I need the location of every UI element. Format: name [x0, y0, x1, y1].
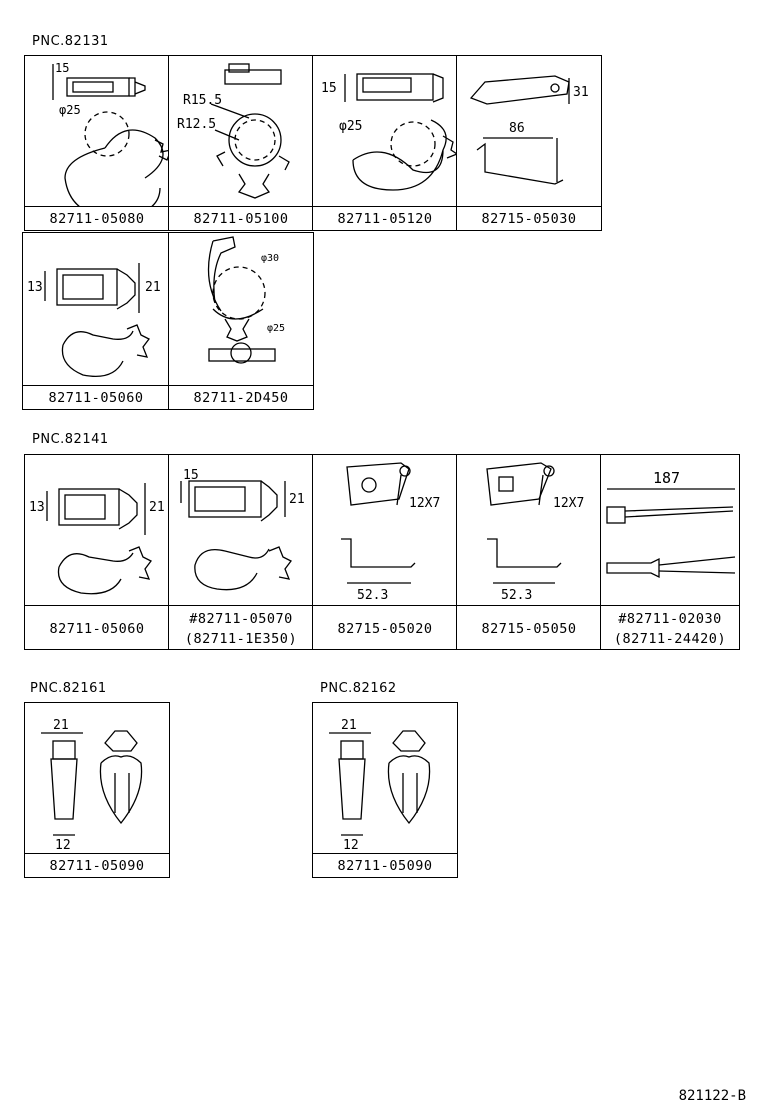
- part-number[interactable]: 82711-05120: [313, 206, 457, 232]
- dim-dia25: φ25: [339, 119, 362, 134]
- part-number[interactable]: 82715-05020: [313, 605, 457, 651]
- dim-r15-5: R15.5: [183, 93, 222, 108]
- part-cell-82715-05050[interactable]: 12X7 52.3 82715-05050: [456, 454, 602, 650]
- dim-187: 187: [653, 469, 680, 487]
- part-number[interactable]: 82711-05080: [25, 206, 169, 232]
- dim-12: 12: [55, 838, 71, 853]
- dim-dia25: φ25: [59, 103, 81, 117]
- clip-drawing: φ30 φ25: [207, 236, 285, 364]
- dim-13: 13: [29, 500, 45, 515]
- dim-12x7: 12X7: [553, 496, 584, 511]
- part-number-alt: (82711-1E350): [184, 631, 298, 647]
- part-cell-82711-05060[interactable]: 13 21 82711-05060: [22, 232, 170, 410]
- dim-13: 13: [27, 280, 43, 295]
- dim-15: 15: [183, 468, 199, 483]
- clip-drawing: 15 φ25: [52, 61, 171, 206]
- part-number-main: #82711-05070: [189, 611, 293, 627]
- dim-15: 15: [321, 81, 337, 96]
- part-cell-82711-05060[interactable]: 13 21 82711-05060: [24, 454, 170, 650]
- part-cell-82711-02030[interactable]: 187 #82711-02030 (82711-24420): [600, 454, 740, 650]
- diagram-code: 821122-B: [678, 1088, 746, 1104]
- part-cell-82711-05080[interactable]: 15 φ25 82711-05080: [24, 55, 171, 232]
- push-rivet-drawing: 21 12: [329, 718, 431, 853]
- push-rivet-drawing: 21 12: [41, 718, 143, 853]
- dim-86: 86: [509, 121, 525, 136]
- pnc-label-82131: PNC.82131: [32, 34, 109, 49]
- cable-tie-drawing: 187: [606, 469, 736, 579]
- part-number[interactable]: 82711-05090: [313, 853, 457, 879]
- pnc-label-82162: PNC.82162: [320, 681, 397, 696]
- clip-drawing: 15 21: [180, 468, 305, 591]
- dim-15: 15: [55, 61, 69, 75]
- dim-12x7: 12X7: [409, 496, 440, 511]
- part-number[interactable]: 82711-05090: [25, 853, 169, 879]
- part-cell-82711-05120[interactable]: 15 φ25 82711-05120: [312, 55, 459, 232]
- part-number[interactable]: 82711-05060: [23, 385, 169, 411]
- dim-21: 21: [341, 718, 357, 733]
- part-number[interactable]: 82711-05060: [25, 605, 169, 651]
- clip-drawing: 13 21: [27, 263, 161, 378]
- dim-r12-5: R12.5: [177, 117, 216, 132]
- part-number[interactable]: 82711-05100: [169, 206, 313, 232]
- clip-drawing: 13 21: [29, 483, 165, 595]
- part-cell-82711-05090[interactable]: 21 12 82711-05090: [24, 702, 170, 878]
- part-cell-82711-05070[interactable]: 15 21 #82711-05070 (82711-1E350): [168, 454, 314, 650]
- part-cell-82715-05020[interactable]: 12X7 52.3 82715-05020: [312, 454, 458, 650]
- dim-21: 21: [289, 492, 305, 507]
- clip-drawing: R15.5 R12.5: [177, 63, 290, 199]
- dim-12: 12: [343, 838, 359, 853]
- dim-52-3: 52.3: [501, 588, 532, 603]
- pnc-label-82161: PNC.82161: [30, 681, 107, 696]
- dim-21: 21: [53, 718, 69, 733]
- dim-dia25: φ25: [267, 323, 285, 334]
- clip-drawing: 15 φ25: [321, 73, 459, 191]
- part-number-main: #82711-02030: [618, 611, 722, 627]
- part-number[interactable]: 82711-2D450: [169, 385, 313, 411]
- dim-52-3: 52.3: [357, 588, 388, 603]
- bracket-drawing: 31 86: [469, 75, 589, 185]
- part-number[interactable]: #82711-02030 (82711-24420): [601, 605, 739, 651]
- dim-31: 31: [573, 85, 589, 100]
- bracket-drawing: 12X7 52.3: [486, 462, 584, 603]
- part-number[interactable]: 82715-05050: [457, 605, 601, 651]
- part-cell-82711-05090[interactable]: 21 12 82711-05090: [312, 702, 458, 878]
- bracket-drawing: 12X7 52.3: [341, 462, 440, 603]
- dim-dia30: φ30: [261, 253, 279, 264]
- part-cell-82715-05030[interactable]: 31 86 82715-05030: [456, 55, 602, 231]
- part-number-alt: (82711-24420): [613, 631, 727, 647]
- pnc-label-82141: PNC.82141: [32, 432, 109, 447]
- part-number[interactable]: #82711-05070 (82711-1E350): [169, 605, 313, 651]
- part-number[interactable]: 82715-05030: [457, 206, 601, 232]
- dim-21: 21: [149, 500, 165, 515]
- dim-21: 21: [145, 280, 161, 295]
- part-cell-82711-05100[interactable]: R15.5 R12.5 82711-05100: [168, 55, 314, 231]
- part-cell-82711-2D450[interactable]: φ30 φ25 82711-2D450: [168, 232, 314, 410]
